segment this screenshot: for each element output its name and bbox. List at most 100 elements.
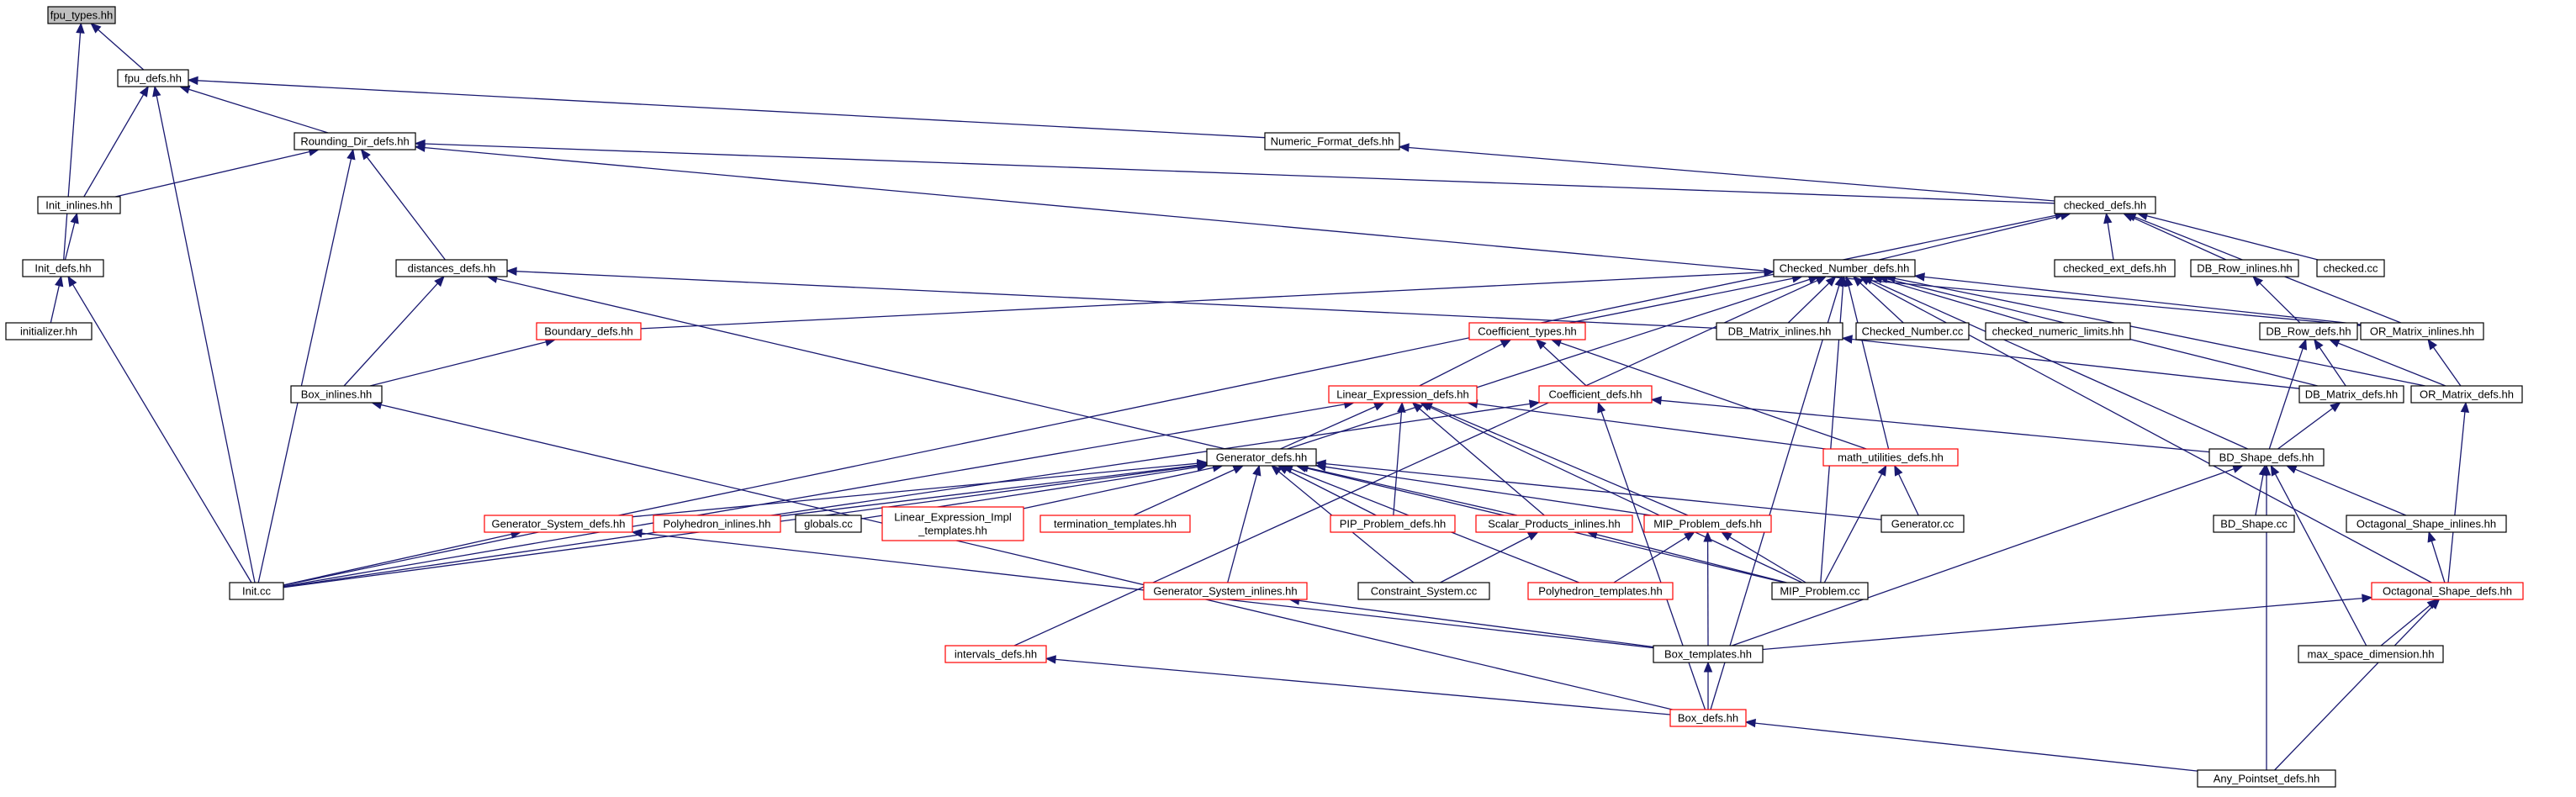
node-fpu-types[interactable]: fpu_types.hh <box>47 6 116 24</box>
node-db-row-defs[interactable]: DB_Row_defs.hh <box>2259 322 2358 340</box>
edge-coefficient_defs-to-coefficient_types <box>1542 346 1587 387</box>
node-or-matrix-defs[interactable]: OR_Matrix_defs.hh <box>2410 385 2523 404</box>
node-mip-problem-cc[interactable]: MIP_Problem.cc <box>1771 582 1869 600</box>
node-box <box>1527 582 1674 600</box>
node-box-defs[interactable]: Box_defs.hh <box>1669 709 1747 727</box>
node-max-space-dimension[interactable]: max_space_dimension.hh <box>2298 645 2444 663</box>
node-pip-problem-defs[interactable]: PIP_Problem_defs.hh <box>1330 515 1456 533</box>
node-box-templates[interactable]: Box_templates.hh <box>1653 645 1764 663</box>
edge-bd_shape_cc-to-bd_shape_defs <box>2255 474 2264 516</box>
node-distances-defs[interactable]: distances_defs.hh <box>395 259 508 277</box>
node-generator-system-defs[interactable]: Generator_System_defs.hh <box>484 515 633 533</box>
node-checked-numeric-limits[interactable]: checked_numeric_limits.hh <box>1985 322 2131 340</box>
node-box <box>2054 196 2156 214</box>
node-init-defs[interactable]: Init_defs.hh <box>22 259 104 277</box>
edge-pip_problem_defs-to-linear_expression_defs <box>1393 411 1403 516</box>
arrowhead-bd_shape_defs-to-db_row_defs <box>2298 338 2308 351</box>
arrowhead-max_space_dimension-to-bd_shape_defs <box>2270 464 2280 477</box>
node-box <box>22 259 104 277</box>
node-box <box>1822 448 1959 467</box>
node-initializer[interactable]: initializer.hh <box>5 322 93 340</box>
arrowhead-boundary_defs-to-checked_number_defs <box>1764 267 1775 277</box>
node-mip-problem-defs[interactable]: MIP_Problem_defs.hh <box>1643 515 1772 533</box>
node-intervals-defs[interactable]: intervals_defs.hh <box>944 645 1047 663</box>
node-box <box>1880 515 1965 533</box>
node-octagonal-shape-inlines[interactable]: Octagonal_Shape_inlines.hh <box>2346 515 2507 533</box>
node-bd-shape-cc[interactable]: BD_Shape.cc <box>2213 515 2295 533</box>
node-termination-templates[interactable]: termination_templates.hh <box>1039 515 1191 533</box>
node-coefficient-defs[interactable]: Coefficient_defs.hh <box>1538 385 1653 404</box>
node-label: DB_Row_inlines.hh <box>2197 262 2292 275</box>
node-generator-defs[interactable]: Generator_defs.hh <box>1206 448 1317 467</box>
node-label: max_space_dimension.hh <box>2307 648 2434 661</box>
node-scalar-products-inlines[interactable]: Scalar_Products_inlines.hh <box>1475 515 1633 533</box>
node-polyhedron-templates[interactable]: Polyhedron_templates.hh <box>1527 582 1674 600</box>
edge-box_templates-to-bd_shape_defs <box>1732 468 2235 647</box>
node-linear-expression-impl-templates[interactable]: Linear_Expression_Impl_templates.hh <box>881 506 1024 541</box>
node-math-utilities-defs[interactable]: math_utilities_defs.hh <box>1822 448 1959 467</box>
edge-octagonal_shape_defs-to-or_matrix_defs <box>2447 411 2466 583</box>
edge-init_cc-to-fpu_defs <box>156 95 256 583</box>
node-polyhedron-inlines[interactable]: Polyhedron_inlines.hh <box>653 515 781 533</box>
node-label: fpu_types.hh <box>50 9 113 22</box>
node-db-row-inlines[interactable]: DB_Row_inlines.hh <box>2190 259 2299 277</box>
node-rounding-dir-defs[interactable]: Rounding_Dir_defs.hh <box>294 132 416 150</box>
node-label: Box_defs.hh <box>1678 712 1738 725</box>
edge-boundary_defs-to-checked_number_defs <box>640 272 1765 330</box>
node-checked-number-defs[interactable]: Checked_Number_defs.hh <box>1773 259 1916 277</box>
node-db-matrix-defs[interactable]: DB_Matrix_defs.hh <box>2298 385 2404 404</box>
node-boundary-defs[interactable]: Boundary_defs.hh <box>536 322 642 340</box>
node-box <box>1855 322 1970 340</box>
node-init-inlines[interactable]: Init_inlines.hh <box>37 196 121 214</box>
node-box <box>1773 259 1916 277</box>
arrowhead-box_defs-to-coefficient_defs <box>1597 401 1606 414</box>
arrowhead-box_templates-to-mip_problem_defs <box>1703 530 1712 542</box>
node-label: Polyhedron_templates.hh <box>1538 585 1662 598</box>
node-init-cc[interactable]: Init.cc <box>229 582 284 600</box>
node-box-inlines[interactable]: Box_inlines.hh <box>290 385 383 404</box>
arrowhead-constraint_system_cc-to-generator_defs <box>1271 465 1283 476</box>
edge-math_utilities_defs-to-checked_number_defs <box>1848 285 1890 450</box>
arrowhead-any_pointset_defs-to-bd_shape_defs <box>2261 464 2272 476</box>
node-label: OR_Matrix_inlines.hh <box>2370 325 2474 338</box>
arrowhead-or_matrix_defs-to-db_row_defs <box>2328 339 2341 348</box>
node-box <box>2346 515 2507 533</box>
node-label: DB_Row_defs.hh <box>2266 325 2351 338</box>
node-or-matrix-inlines[interactable]: OR_Matrix_inlines.hh <box>2360 322 2484 340</box>
node-db-matrix-inlines[interactable]: DB_Matrix_inlines.hh <box>1716 322 1843 340</box>
node-checked-ext-defs[interactable]: checked_ext_defs.hh <box>2054 259 2176 277</box>
node-box <box>290 385 383 404</box>
node-coefficient-types[interactable]: Coefficient_types.hh <box>1468 322 1586 340</box>
node-linear-expression-defs[interactable]: Linear_Expression_defs.hh <box>1328 385 1478 404</box>
arrowhead-init_cc-to-rounding_dir_defs <box>346 148 356 161</box>
node-bd-shape-defs[interactable]: BD_Shape_defs.hh <box>2208 448 2325 467</box>
edge-db_matrix_inlines-to-distances_defs <box>516 271 1717 330</box>
node-checked-cc[interactable]: checked.cc <box>2316 259 2385 277</box>
node-checked-number-cc[interactable]: Checked_Number.cc <box>1855 322 1970 340</box>
node-checked-defs[interactable]: checked_defs.hh <box>2054 196 2156 214</box>
node-generator-cc[interactable]: Generator.cc <box>1880 515 1965 533</box>
node-box <box>1771 582 1869 600</box>
arrowhead-bd_shape_defs-to-db_matrix_defs <box>2330 402 2341 413</box>
node-box <box>2208 448 2325 467</box>
node-octagonal-shape-defs[interactable]: Octagonal_Shape_defs.hh <box>2371 582 2524 600</box>
arrowhead-generator_cc-to-math_utilities_defs <box>1894 464 1903 477</box>
node-constraint-system-cc[interactable]: Constraint_System.cc <box>1357 582 1490 600</box>
node-label: checked_numeric_limits.hh <box>1992 325 2124 338</box>
node-label: Numeric_Format_defs.hh <box>1271 135 1394 148</box>
node-any-pointset-defs[interactable]: Any_Pointset_defs.hh <box>2197 769 2336 788</box>
node-globals-cc[interactable]: globals.cc <box>795 515 862 533</box>
edge-scalar_products_inlines-to-linear_expression_defs <box>1419 408 1545 516</box>
edge-or_matrix_inlines-to-rounding_dir_defs <box>424 146 2362 326</box>
node-box <box>2410 385 2523 404</box>
node-generator-system-inlines[interactable]: Generator_System_inlines.hh <box>1143 582 1308 600</box>
edge-box_templates-to-generator_system_inlines <box>1299 599 1654 648</box>
arrowhead-or_matrix_defs-to-or_matrix_inlines <box>2427 338 2437 351</box>
node-fpu-defs[interactable]: fpu_defs.hh <box>117 69 189 87</box>
arrowhead-init_cc-to-fpu_defs <box>152 85 161 98</box>
node-numeric-format-defs[interactable]: Numeric_Format_defs.hh <box>1264 132 1400 150</box>
edge-init_cc-to-coefficient_defs <box>283 403 1531 588</box>
node-box <box>1468 322 1586 340</box>
node-box <box>1669 709 1747 727</box>
node-label: Coefficient_defs.hh <box>1548 388 1642 401</box>
